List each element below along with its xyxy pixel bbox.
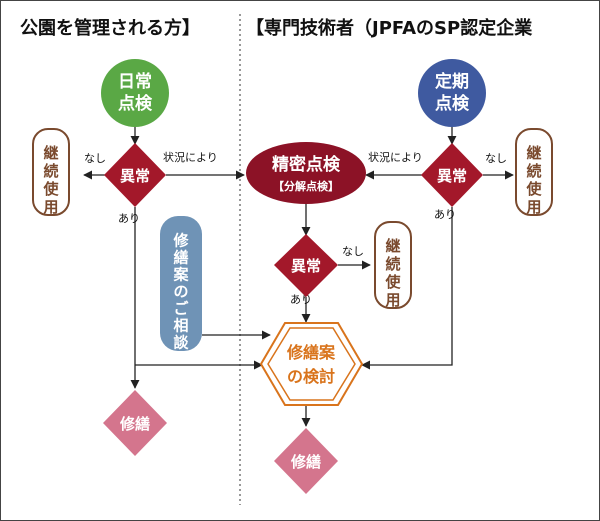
review-node: 修繕案 の検討	[259, 322, 364, 406]
detailed-check-node: 精密点検 【分解点検】	[246, 142, 366, 204]
abnormal-label-right: 異常	[437, 167, 467, 185]
label-none-right: なし	[485, 152, 507, 165]
consult-text: 修繕案のご相談	[172, 231, 189, 351]
review-line1: 修繕案	[286, 343, 336, 362]
connectors	[83, 126, 514, 427]
continue-use-left-text: 継続使用	[42, 144, 59, 216]
continue-use-center-text: 継続使用	[384, 237, 401, 309]
repair-node-center: 修繕	[274, 428, 338, 494]
abnormal-label-center: 異常	[291, 257, 321, 275]
daily-check-line2: 点検	[118, 93, 153, 114]
continue-use-left: 継続使用	[32, 128, 70, 216]
daily-check-line1: 日常	[118, 71, 152, 92]
right-header: 【専門技術者（JPFAのSP認定企業	[246, 17, 533, 39]
label-yes-right: あり	[434, 208, 456, 221]
label-yes-center: あり	[290, 293, 312, 306]
abnormal-decision-left: 異常	[104, 143, 166, 207]
continue-use-right: 継続使用	[515, 128, 553, 216]
review-line2: の検討	[287, 367, 335, 386]
repair-node-left: 修繕	[103, 390, 167, 456]
left-header: 公園を管理される方】	[20, 17, 200, 39]
label-none-left: なし	[84, 152, 106, 165]
label-depending-right: 状況により	[368, 150, 423, 164]
repair-label-left: 修繕	[119, 415, 150, 433]
detailed-check-sub: 【分解点検】	[273, 179, 339, 193]
continue-use-center: 継続使用	[374, 221, 412, 309]
repair-label-center: 修繕	[290, 453, 321, 471]
detailed-check-title: 精密点検	[272, 154, 341, 175]
periodic-check-line1: 定期	[435, 71, 469, 92]
label-none-center: なし	[342, 245, 364, 258]
abnormal-decision-right: 異常	[421, 143, 483, 207]
continue-use-right-text: 継続使用	[525, 144, 542, 216]
periodic-check-line2: 点検	[435, 93, 470, 114]
label-depending-left: 状況により	[163, 150, 218, 164]
label-yes-left: あり	[118, 212, 140, 225]
daily-check-node: 日常 点検	[101, 59, 169, 127]
edge-right-abnormal-to-review	[361, 207, 453, 370]
abnormal-decision-center: 異常	[274, 234, 338, 297]
periodic-check-node: 定期 点検	[418, 59, 486, 127]
abnormal-label-left: 異常	[120, 167, 150, 185]
consult-node: 修繕案のご相談	[160, 216, 202, 351]
